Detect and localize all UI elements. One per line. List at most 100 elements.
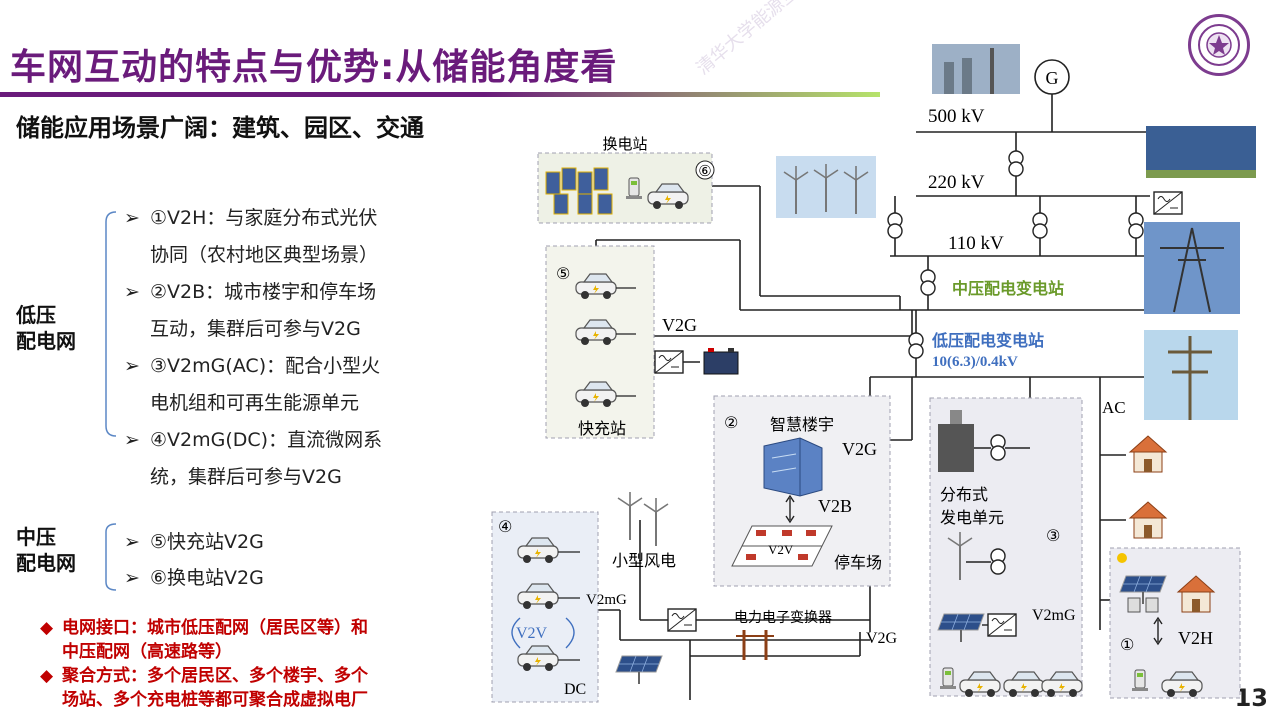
chimney-icon [990,48,994,94]
low-voltage-list: ➢ ①V2H：与家庭分布式光伏 协同（农村地区典型场景） ➢ ②V2B：城市楼宇和停… [124,200,382,496]
house-icon [1129,501,1167,539]
circle-2-label: ② [724,413,738,432]
converter-label: 电力电子变换器 [734,609,832,626]
wind-turbine-icon [617,491,643,541]
meter-icon [1145,597,1159,613]
converter-poles-icon [736,630,774,660]
v2g-building-label: V2G [842,439,877,459]
low-voltage-bracket [105,211,117,437]
arrow-bullet-icon: ➢ [124,531,140,553]
battery-stack-icon [545,167,613,215]
transformer-icon [990,434,1006,461]
item-v2b-line1: ②V2B：城市楼宇和停车场 [150,281,377,303]
item-v2mg-dc-line1: ④V2mG(DC)：直流微网系 [150,429,383,451]
dist-gen-label-line2: 发电单元 [940,508,1004,527]
low-voltage-label-line1: 低压 [16,303,56,327]
v2v-arrow [511,617,521,649]
battery-icon [703,348,739,375]
transformer-icon [1008,150,1024,177]
v2v-dc-label: V2V [516,625,548,642]
inverter-icon [987,613,1017,637]
item-v2mg-ac-line1: ③V2mG(AC)：配合小型火 [150,355,381,377]
parking-lot-icon [731,525,833,567]
lv-substation-ratio: 10(6.3)/0.4kV [932,354,1018,370]
v2b-label: V2B [818,496,852,516]
v2g-fast-charge-label: V2G [662,315,697,335]
arrow-bullet-icon: ➢ [124,281,140,303]
meter-icon [1127,597,1141,613]
parking-label: 停车场 [834,553,882,572]
office-building-icon [763,437,823,497]
v2v-parking-label: V2V [768,542,794,557]
transformer-icon [990,548,1006,575]
note-aggregation-line2: 场站、多个充电桩等都可聚合成虚拟电厂 [62,690,368,710]
low-voltage-label: 低压 配电网 [16,302,76,354]
arrow-bullet-icon: ➢ [124,429,140,451]
title-underline [0,92,880,97]
cooling-tower-icon [962,58,972,94]
battery-swap-label: 换电站 [602,135,647,153]
fast-charge-label: 快充站 [578,419,626,438]
circle-4-label: ④ [498,517,512,536]
list-item: ➢ ①V2H：与家庭分布式光伏 [124,200,382,237]
generator-label: G [1046,68,1059,88]
notes: ◆电网接口：城市低压配网（居民区等）和 中压配网（高速路等） ◆聚合方式：多个居… [40,616,368,712]
arrow-bullet-icon: ➢ [124,567,140,589]
inverter-icon [654,350,684,374]
v2v-arrow [565,617,575,649]
logo-seal-icon [1198,24,1240,66]
item-battery-swap: ⑥换电站V2G [150,567,264,589]
item-fast-charge: ⑤快充站V2G [150,531,264,553]
wind-turbine-icon [643,497,669,547]
page-number: 13 [1234,684,1268,712]
solar-farm-photo [1146,126,1256,170]
transformer-icon [1032,212,1048,239]
circle-3-label: ③ [1046,526,1060,545]
ac-label: AC [1102,398,1126,417]
small-wind-label: 小型风电 [612,551,676,570]
transformer-icon [920,269,936,296]
list-item: ➢ ②V2B：城市楼宇和停车场 [124,274,382,311]
item-v2mg-dc-line2: 统，集群后可参与V2G [150,466,342,488]
v2mg-dc-label: V2mG [586,592,627,608]
inverter-icon [1153,191,1183,215]
pole-icon [1168,336,1212,420]
dc-label: DC [564,681,586,698]
item-v2b-line2: 互动，集群后可参与V2G [150,318,361,340]
item-v2h-line2: 协同（农村地区典型场景） [150,244,379,266]
dist-gen-label-line1: 分布式 [940,485,988,504]
small-thermal-unit-icon [938,410,974,472]
note-grid-interface-line2: 中压配网（高速路等） [62,642,232,662]
voltage-110kv: 110 kV [948,233,1004,254]
transformer-icon [908,332,924,359]
mid-voltage-label-line2: 配电网 [16,551,76,575]
generator-symbol [1034,59,1070,95]
mid-voltage-label: 中压 配电网 [16,524,76,576]
v2h-label: V2H [1178,628,1213,648]
pylon-icon [1160,227,1224,313]
circle-5-label: ⑤ [556,264,570,283]
item-v2mg-ac-line2: 电机组和可再生能源单元 [150,392,360,414]
cooling-tower-icon [944,62,954,94]
subtitle: 储能应用场景广阔：建筑、园区、交通 [16,114,424,142]
note-aggregation: ◆聚合方式：多个居民区、多个楼宇、多个 [40,666,368,686]
list-item: ➢ ⑥换电站V2G [124,560,264,596]
page-title: 车网互动的特点与优势:从储能角度看 [10,47,618,88]
transformer-icon [887,212,903,239]
mid-voltage-label-line1: 中压 [16,525,56,549]
mid-voltage-list: ➢ ⑤快充站V2G ➢ ⑥换电站V2G [124,524,264,596]
inverter-icon [667,608,697,632]
item-v2h-line1: ①V2H：与家庭分布式光伏 [150,207,378,229]
diamond-bullet-icon: ◆ [40,666,54,686]
list-item: ➢ ⑤快充站V2G [124,524,264,560]
arrow-bullet-icon: ➢ [124,207,140,229]
circle-1-label: ① [1120,635,1134,654]
v2g-bottom-label: V2G [866,630,898,647]
list-item: ➢ ④V2mG(DC)：直流微网系 [124,422,382,459]
list-item: ➢③V2mG(AC)：配合小型火 [124,348,382,385]
smart-building-label: 智慧楼宇 [770,415,834,434]
mid-voltage-bracket [105,523,117,591]
v2mg-ac-label: V2mG [1032,607,1076,624]
mv-substation-label: 中压配电变电站 [952,279,1064,298]
